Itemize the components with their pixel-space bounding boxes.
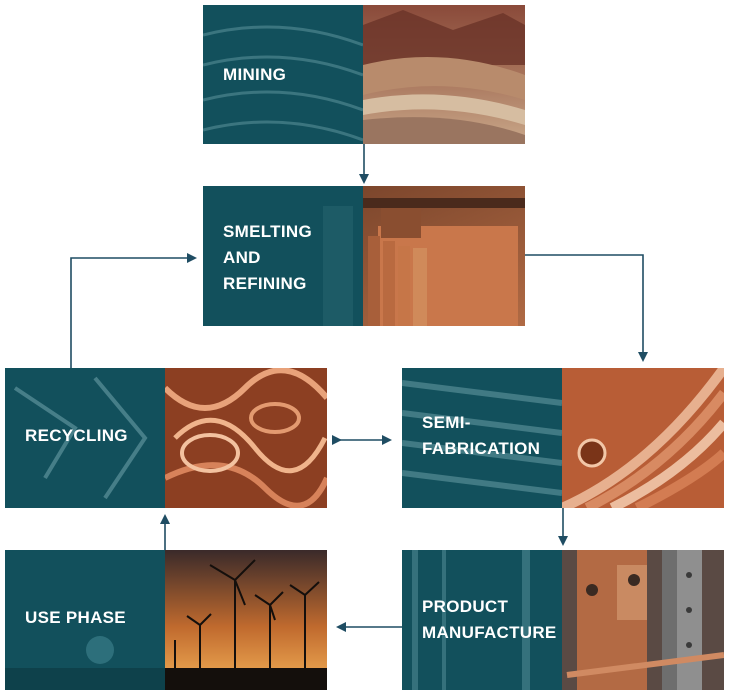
teal-overlay (203, 186, 363, 326)
stage-use-phase: USE PHASE (5, 550, 327, 690)
stage-label: SMELTING AND REFINING (223, 222, 312, 293)
arrow-smelting-to-semi-fabrication (525, 254, 648, 362)
arrow-recycling-to-smelting (70, 253, 197, 368)
teal-overlay (402, 550, 562, 690)
stage-label: MINING (223, 65, 287, 84)
stage-product-manufacture: PRODUCT MANUFACTURE (402, 550, 724, 690)
stage-smelting-and-refining: SMELTING AND REFINING (203, 186, 525, 326)
stage-label: USE PHASE (25, 608, 126, 627)
teal-overlay (402, 368, 562, 508)
teal-overlay (5, 550, 165, 690)
stage-label: RECYCLING (25, 426, 128, 445)
stage-label: PRODUCT MANUFACTURE (422, 597, 557, 642)
stage-semi-fabrication: SEMI- FABRICATION (402, 368, 724, 508)
stage-recycling: RECYCLING (5, 368, 327, 508)
teal-overlay (5, 368, 165, 508)
stage-label: SEMI- FABRICATION (422, 413, 541, 458)
teal-overlay (203, 5, 363, 144)
stage-mining: MINING (203, 5, 525, 144)
